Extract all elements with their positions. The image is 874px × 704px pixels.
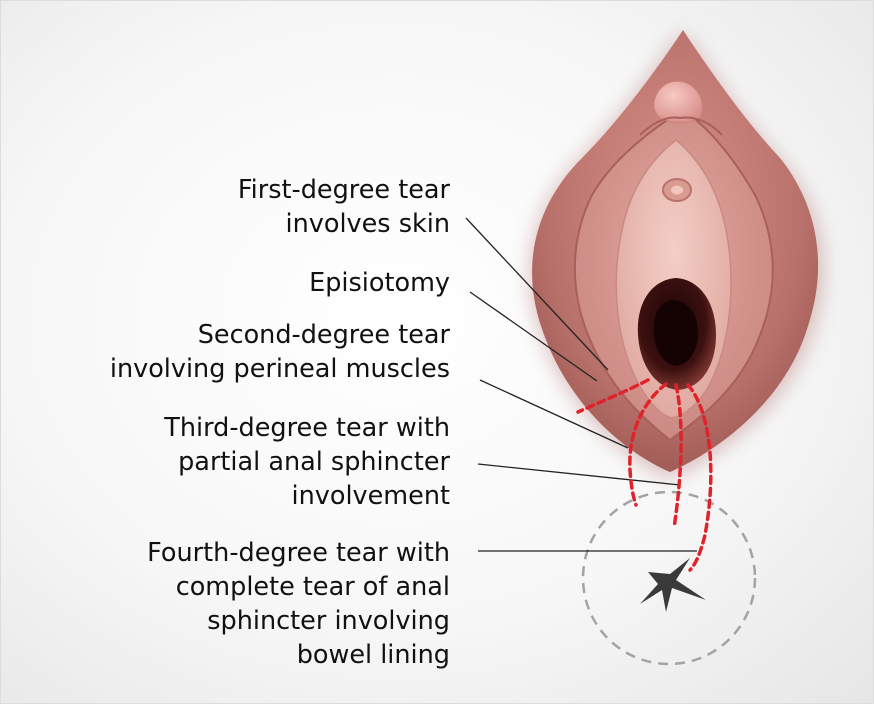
label-episiotomy: Episiotomy [309,266,450,300]
anus-star-icon [640,558,706,612]
label-fourth-degree-tear: Fourth-degree tear with complete tear of… [147,536,450,672]
label-third-degree-tear: Third-degree tear with partial anal sphi… [164,411,450,513]
label-second-degree-tear: Second-degree tear involving perineal mu… [110,318,450,386]
label-first-degree-tear: First-degree tear involves skin [238,173,450,241]
